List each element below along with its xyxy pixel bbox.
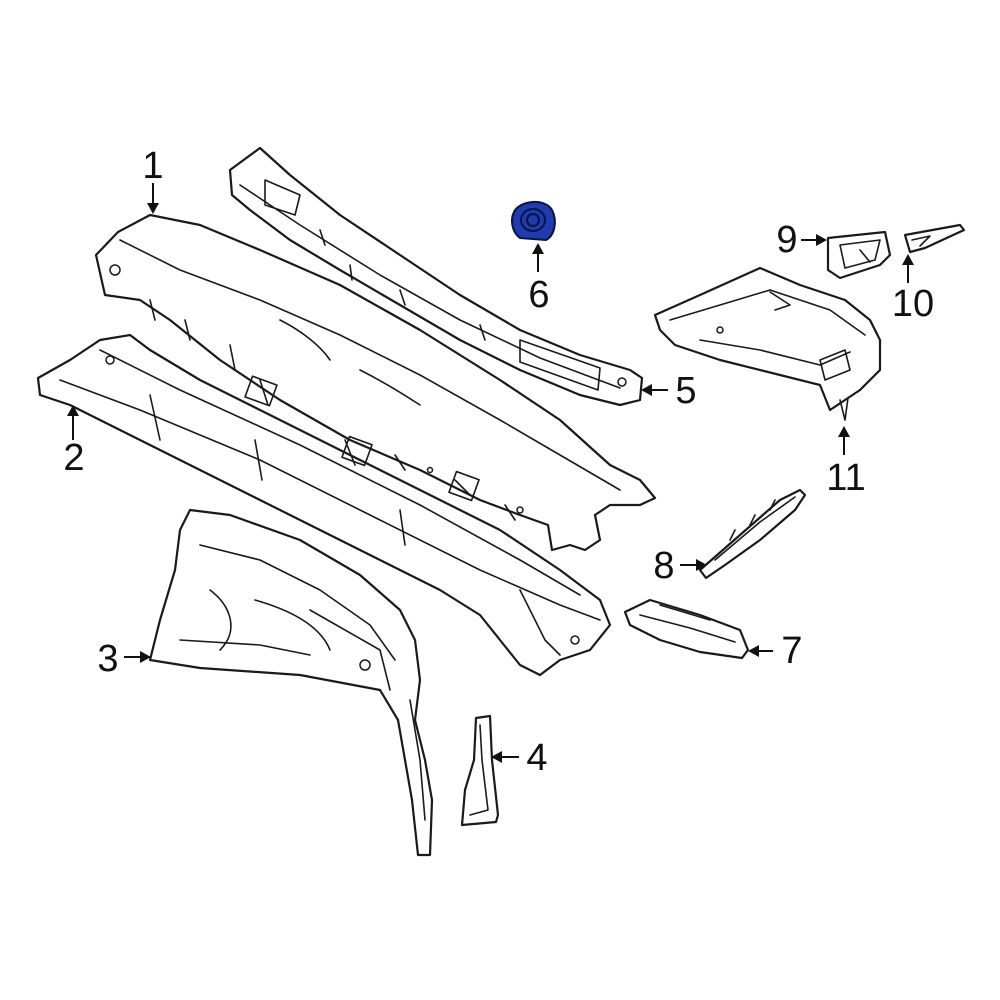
callout-9: 9 [776,219,797,261]
callout-6: 6 [528,274,549,316]
callout-5: 5 [675,370,696,412]
part-6-grommet-highlighted[interactable] [511,201,556,242]
part-7-lower-seal[interactable] [623,598,750,660]
callout-4: 4 [526,737,547,779]
part-1-cowl-panel[interactable] [94,213,657,552]
callout-10: 10 [892,283,934,325]
callout-11: 11 [826,457,865,499]
callout-2: 2 [63,437,84,479]
callout-7: 7 [781,630,802,672]
part-9-bracket[interactable] [826,230,892,280]
part-11-deflector[interactable] [653,266,882,421]
callout-8: 8 [653,545,674,587]
part-3-dash-panel[interactable] [148,508,434,857]
part-10-clip[interactable] [903,223,966,254]
callout-leaders [67,183,914,763]
callout-1: 1 [142,145,163,187]
part-8-seal[interactable] [698,488,807,580]
part-4-bracket[interactable] [460,714,500,827]
part-2-cowl-rail[interactable] [36,333,612,677]
part-5-cowl-grille[interactable] [228,146,644,407]
callout-3: 3 [97,638,118,680]
callout-numbers: 1 2 3 4 5 6 7 8 9 10 11 [63,145,934,779]
